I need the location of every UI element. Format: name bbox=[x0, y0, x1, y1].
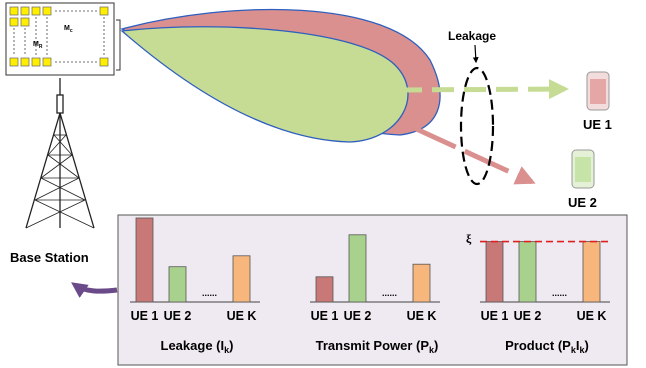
ellipsis-dots: ...... bbox=[202, 288, 217, 298]
bar-ue-k bbox=[232, 255, 251, 303]
tick-label: UE 2 bbox=[514, 309, 542, 323]
bar-ue-2 bbox=[518, 241, 537, 303]
beam-ue2 bbox=[120, 26, 409, 143]
panel-caption: Transmit Power (Pk) bbox=[316, 338, 439, 355]
bar-ue-1 bbox=[315, 276, 334, 303]
bar-chart-panel bbox=[117, 214, 628, 366]
bar-ue-2 bbox=[168, 266, 187, 303]
arrow-leak-ue2 bbox=[410, 124, 536, 185]
bar-ue-1 bbox=[485, 241, 504, 303]
antenna-array: Mc MR bbox=[5, 2, 121, 76]
user-label-ue1: UE 1 bbox=[583, 117, 612, 132]
mc-label: Mc bbox=[64, 25, 73, 34]
base-station-label: Base Station bbox=[10, 250, 89, 265]
tick-label: UE K bbox=[227, 309, 257, 323]
bar-ue-2 bbox=[348, 234, 367, 303]
tick-label: UE 2 bbox=[344, 309, 372, 323]
tick-label: UE K bbox=[577, 309, 607, 323]
mr-label: MR bbox=[33, 41, 43, 50]
tower-icon bbox=[25, 78, 95, 229]
phone-icon-ue1 bbox=[586, 71, 610, 111]
bar-ue-1 bbox=[135, 217, 154, 303]
leakage-ellipse bbox=[459, 66, 495, 186]
user-label-ue2: UE 2 bbox=[568, 195, 597, 210]
panel-leakage: UE 1 UE 2 UE K...... Leakage (Ik) bbox=[130, 217, 260, 355]
panel-transmit-power: UE 1 UE 2 UE K...... Transmit Power (Pk) bbox=[310, 234, 440, 355]
ellipsis-dots: ...... bbox=[552, 288, 567, 298]
tick-label: UE 1 bbox=[481, 309, 509, 323]
panel-caption: Leakage (Ik) bbox=[161, 338, 234, 355]
panel-product: UE 1 UE 2 UE K...... Product (PkIk) ξ bbox=[466, 232, 612, 355]
tick-label: UE 1 bbox=[131, 309, 159, 323]
arrow-main-ue1 bbox=[399, 79, 569, 100]
tick-label: UE 2 bbox=[164, 309, 192, 323]
leakage-callout-label: Leakage bbox=[448, 29, 496, 43]
tick-label: UE 1 bbox=[311, 309, 339, 323]
bar-ue-k bbox=[412, 263, 431, 303]
feedback-arrow bbox=[71, 282, 118, 298]
tick-label: UE K bbox=[407, 309, 437, 323]
panel-caption: Product (PkIk) bbox=[505, 338, 589, 355]
ellipsis-dots: ...... bbox=[382, 288, 397, 298]
phone-icon-ue2 bbox=[571, 149, 595, 189]
leakage-callout-arrow bbox=[472, 44, 479, 64]
bar-ue-k bbox=[582, 241, 601, 303]
threshold-symbol: ξ bbox=[466, 232, 472, 246]
